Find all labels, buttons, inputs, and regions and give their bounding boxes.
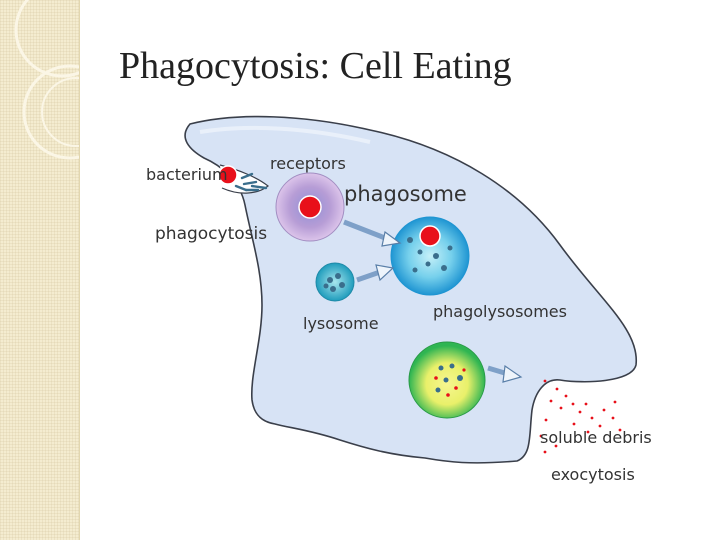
arrow-lysosome-to-phagolysosome — [356, 264, 395, 283]
soluble-debris-particles — [539, 379, 622, 454]
lysosome-vesicle — [315, 262, 355, 302]
arrow-phagosome-to-phagolysosome — [343, 219, 402, 247]
decorative-sidebar — [0, 0, 118, 540]
late-phagolysosome-vesicle — [408, 341, 486, 419]
phagosome-vesicle — [275, 172, 345, 242]
label-lysosome: lysosome — [303, 314, 379, 333]
label-phagosome: phagosome — [344, 182, 467, 206]
label-soluble-debris: soluble debris — [540, 428, 652, 447]
phagolysosome-vesicle — [390, 216, 470, 296]
arrow-to-exocytosis — [487, 364, 523, 383]
slide-title: Phagocytosis: Cell Eating — [119, 45, 512, 87]
receptors-icon — [234, 172, 268, 192]
label-phagocytosis: phagocytosis — [155, 224, 267, 244]
label-phagolysosomes: phagolysosomes — [433, 302, 567, 321]
sidebar-divider — [79, 0, 80, 540]
label-bacterium: bacterium — [146, 165, 228, 184]
bacterium-icon — [218, 165, 238, 185]
label-exocytosis: exocytosis — [551, 465, 635, 484]
label-receptors: receptors — [270, 154, 346, 173]
